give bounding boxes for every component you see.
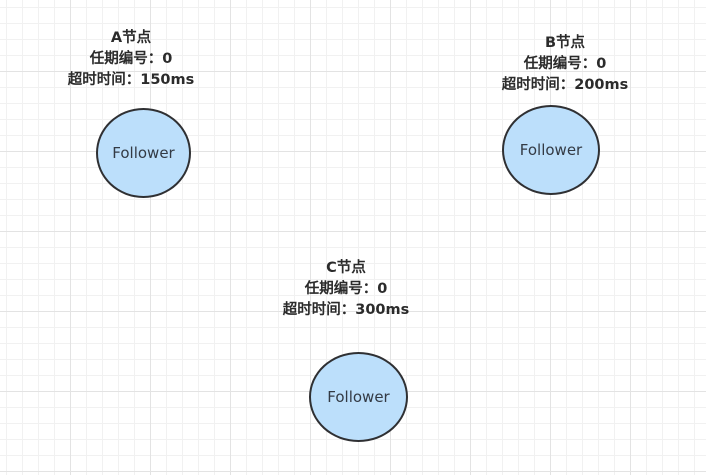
node-c-timeout: 超时时间：300ms	[282, 302, 410, 318]
node-a-label: A节点 任期编号：0 超时时间：150ms	[31, 28, 231, 91]
node-b-title: B节点	[544, 35, 586, 51]
node-b-label: B节点 任期编号：0 超时时间：200ms	[465, 33, 665, 96]
node-b-term: 任期编号：0	[523, 56, 607, 72]
node-b-state: Follower	[519, 141, 583, 159]
node-a-title: A节点	[110, 30, 152, 46]
node-a-term: 任期编号：0	[89, 51, 173, 67]
node-a-circle[interactable]: Follower	[96, 108, 191, 198]
node-b-timeout: 超时时间：200ms	[501, 77, 629, 93]
node-a-state: Follower	[112, 144, 175, 162]
node-c-term: 任期编号：0	[304, 281, 388, 297]
node-c-state: Follower	[327, 388, 390, 406]
node-c-title: C节点	[326, 260, 366, 276]
node-c-circle[interactable]: Follower	[309, 352, 408, 442]
node-b-circle[interactable]: Follower	[502, 105, 600, 195]
node-c-label: C节点 任期编号：0 超时时间：300ms	[246, 258, 446, 321]
node-a-timeout: 超时时间：150ms	[67, 72, 195, 88]
